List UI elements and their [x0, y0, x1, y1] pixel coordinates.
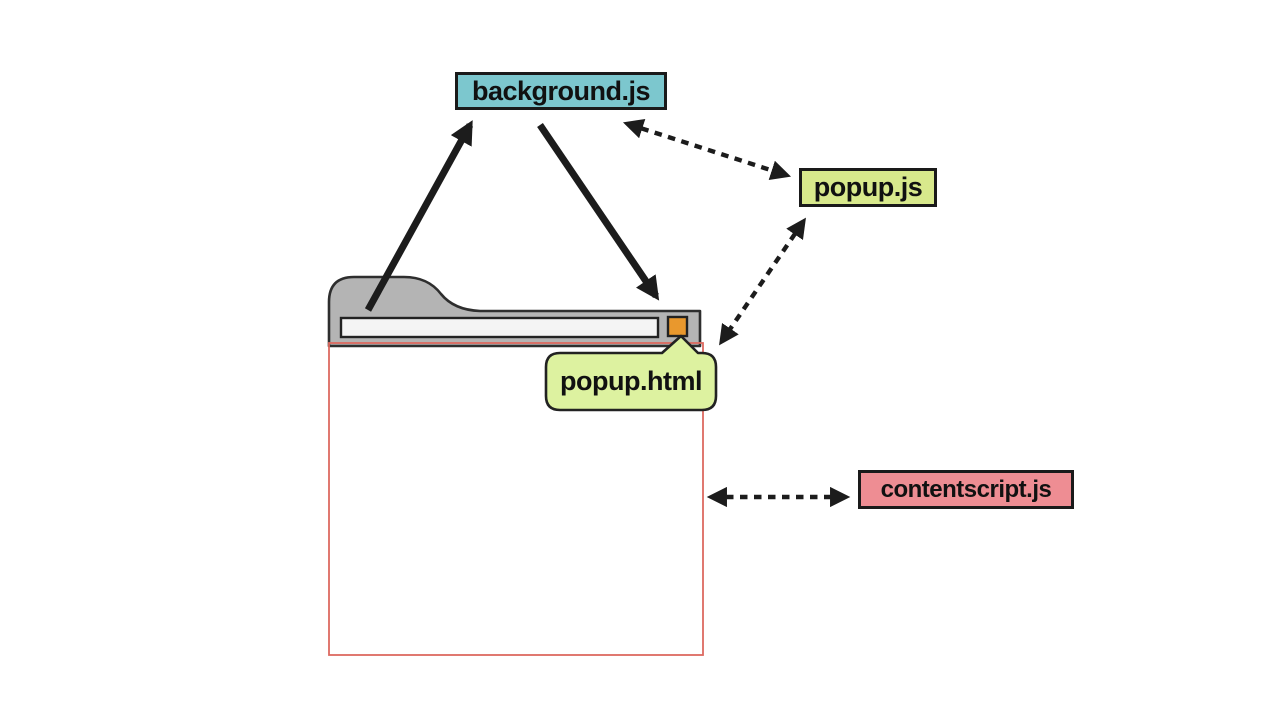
arrow-popupjs-popuphtml: [719, 217, 806, 346]
node-background-js: background.js: [455, 72, 667, 110]
arrow-background-to-icon: [537, 123, 660, 301]
node-contentscript-js: contentscript.js: [858, 470, 1074, 509]
popup-html-bubble: [544, 334, 718, 412]
node-popup-html-label: popup.html: [560, 366, 702, 396]
arrow-background-popupjs: [622, 118, 792, 181]
address-bar: [339, 316, 660, 339]
page-viewport: [328, 342, 704, 656]
arrow-tab-to-background: [364, 120, 474, 312]
node-popup-js: popup.js: [799, 168, 937, 207]
extension-icon: [666, 315, 689, 338]
